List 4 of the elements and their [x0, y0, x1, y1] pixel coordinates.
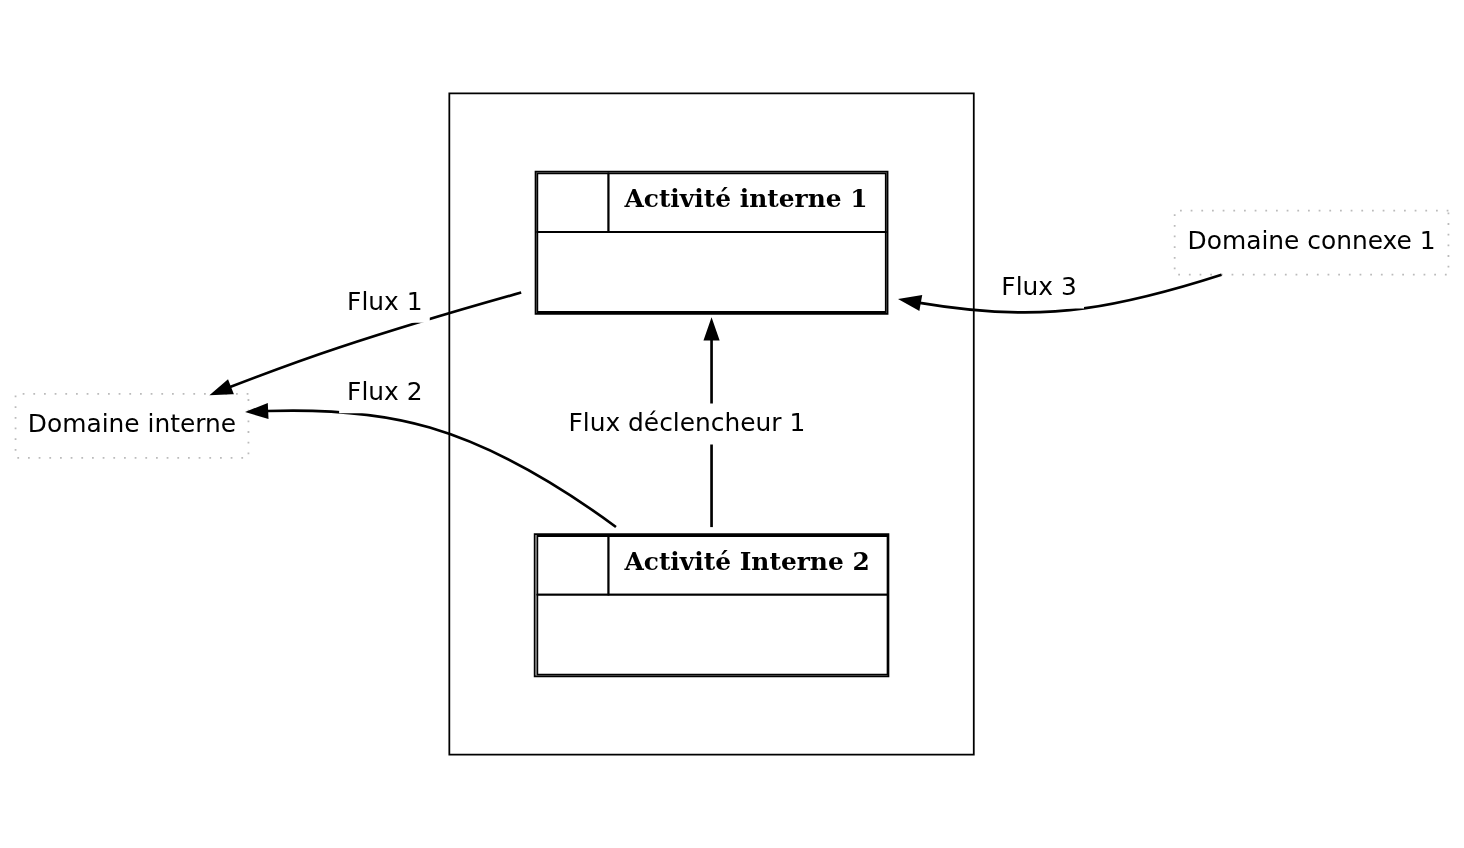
edge-label: Flux déclencheur 1 [568, 408, 806, 438]
edge-label: Flux 3 [1001, 272, 1077, 302]
edge-label: Flux 1 [347, 286, 423, 316]
edge-label: Flux 2 [347, 377, 423, 407]
